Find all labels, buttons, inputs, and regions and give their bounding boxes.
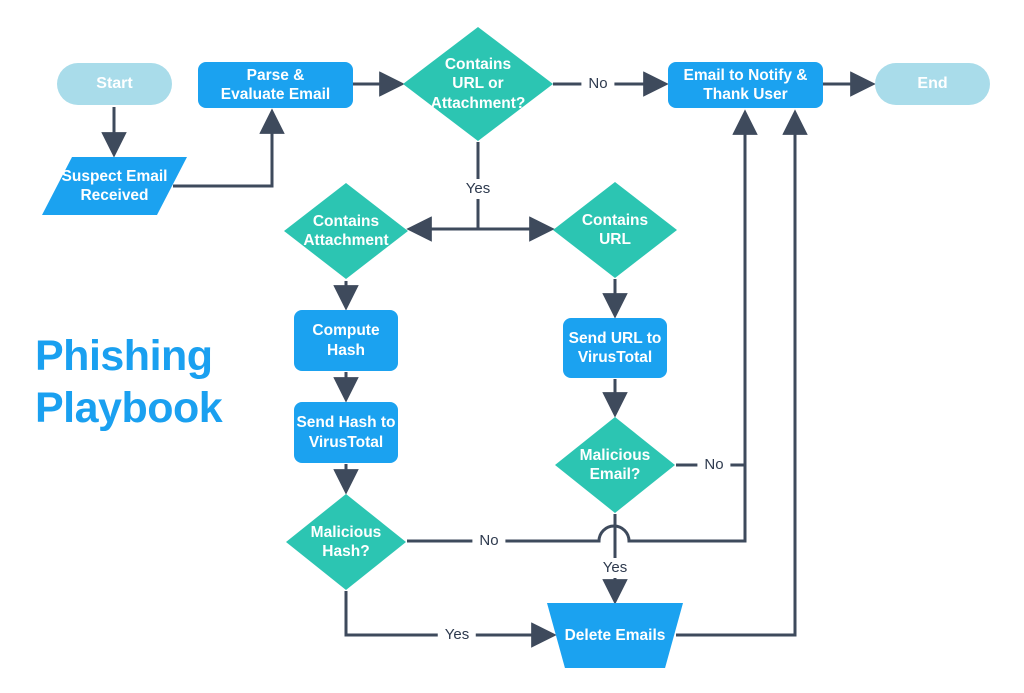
- node-suspect-email-received: Suspect Email Received: [42, 157, 187, 215]
- page-title: Phishing Playbook: [35, 332, 223, 433]
- node-parse-label: Parse & Evaluate Email: [220, 66, 331, 103]
- node-contains-url-label: Contains URL: [581, 211, 649, 248]
- node-send-url-label: Send URL to VirusTotal: [568, 329, 662, 366]
- edge-label-malicious-email-no: No: [697, 455, 731, 475]
- node-malicious-email-label: Malicious Email?: [579, 446, 651, 483]
- node-malicious-hash: Malicious Hash?: [286, 494, 406, 590]
- edge-malicioushash-no-to-notify: [407, 109, 758, 543]
- edge-label-malicious-hash-no: No: [472, 531, 506, 551]
- node-contains-url-or-attachment: Contains URL or Attachment?: [403, 27, 553, 141]
- node-end: End: [875, 63, 990, 105]
- edge-label-decision1-yes: Yes: [458, 179, 498, 199]
- edge-label-malicious-email-yes: Yes: [595, 558, 635, 578]
- node-send-hash-label: Send Hash to VirusTotal: [296, 414, 396, 451]
- node-contains-url: Contains URL: [553, 182, 677, 278]
- edge-suspect-to-parse: [173, 108, 285, 188]
- edge-delete-to-notify: [676, 109, 808, 637]
- trapezoid-shape: [547, 603, 683, 668]
- node-contains-attachment: Contains Attachment: [284, 183, 408, 279]
- edge-label-decision1-no: No: [581, 74, 615, 94]
- node-delete-emails: Delete Emails: [547, 603, 683, 668]
- node-send-hash-virustotal: Send Hash to VirusTotal: [294, 402, 398, 463]
- node-suspect-label: Suspect Email Received: [61, 167, 168, 204]
- node-contains-url-attachment-label: Contains URL or Attachment?: [430, 55, 526, 112]
- node-malicious-email: Malicious Email?: [555, 417, 675, 513]
- edge-label-malicious-hash-yes: Yes: [437, 625, 477, 645]
- node-start: Start: [57, 63, 172, 105]
- edge-malicioushash-yes-to-delete: [344, 591, 557, 648]
- node-end-label: End: [917, 75, 948, 92]
- node-malicious-hash-label: Malicious Hash?: [310, 523, 382, 560]
- node-email-to-notify: Email to Notify & Thank User: [668, 62, 823, 108]
- node-compute-hash: Compute Hash: [294, 310, 398, 371]
- node-send-url-virustotal: Send URL to VirusTotal: [563, 318, 667, 378]
- node-delete-emails-label: Delete Emails: [564, 626, 666, 644]
- node-contains-attachment-label: Contains Attachment: [303, 212, 389, 249]
- node-notify-label: Email to Notify & Thank User: [683, 66, 808, 103]
- node-parse-evaluate-email: Parse & Evaluate Email: [198, 62, 353, 108]
- node-start-label: Start: [96, 75, 133, 92]
- node-compute-hash-label: Compute Hash: [312, 322, 380, 359]
